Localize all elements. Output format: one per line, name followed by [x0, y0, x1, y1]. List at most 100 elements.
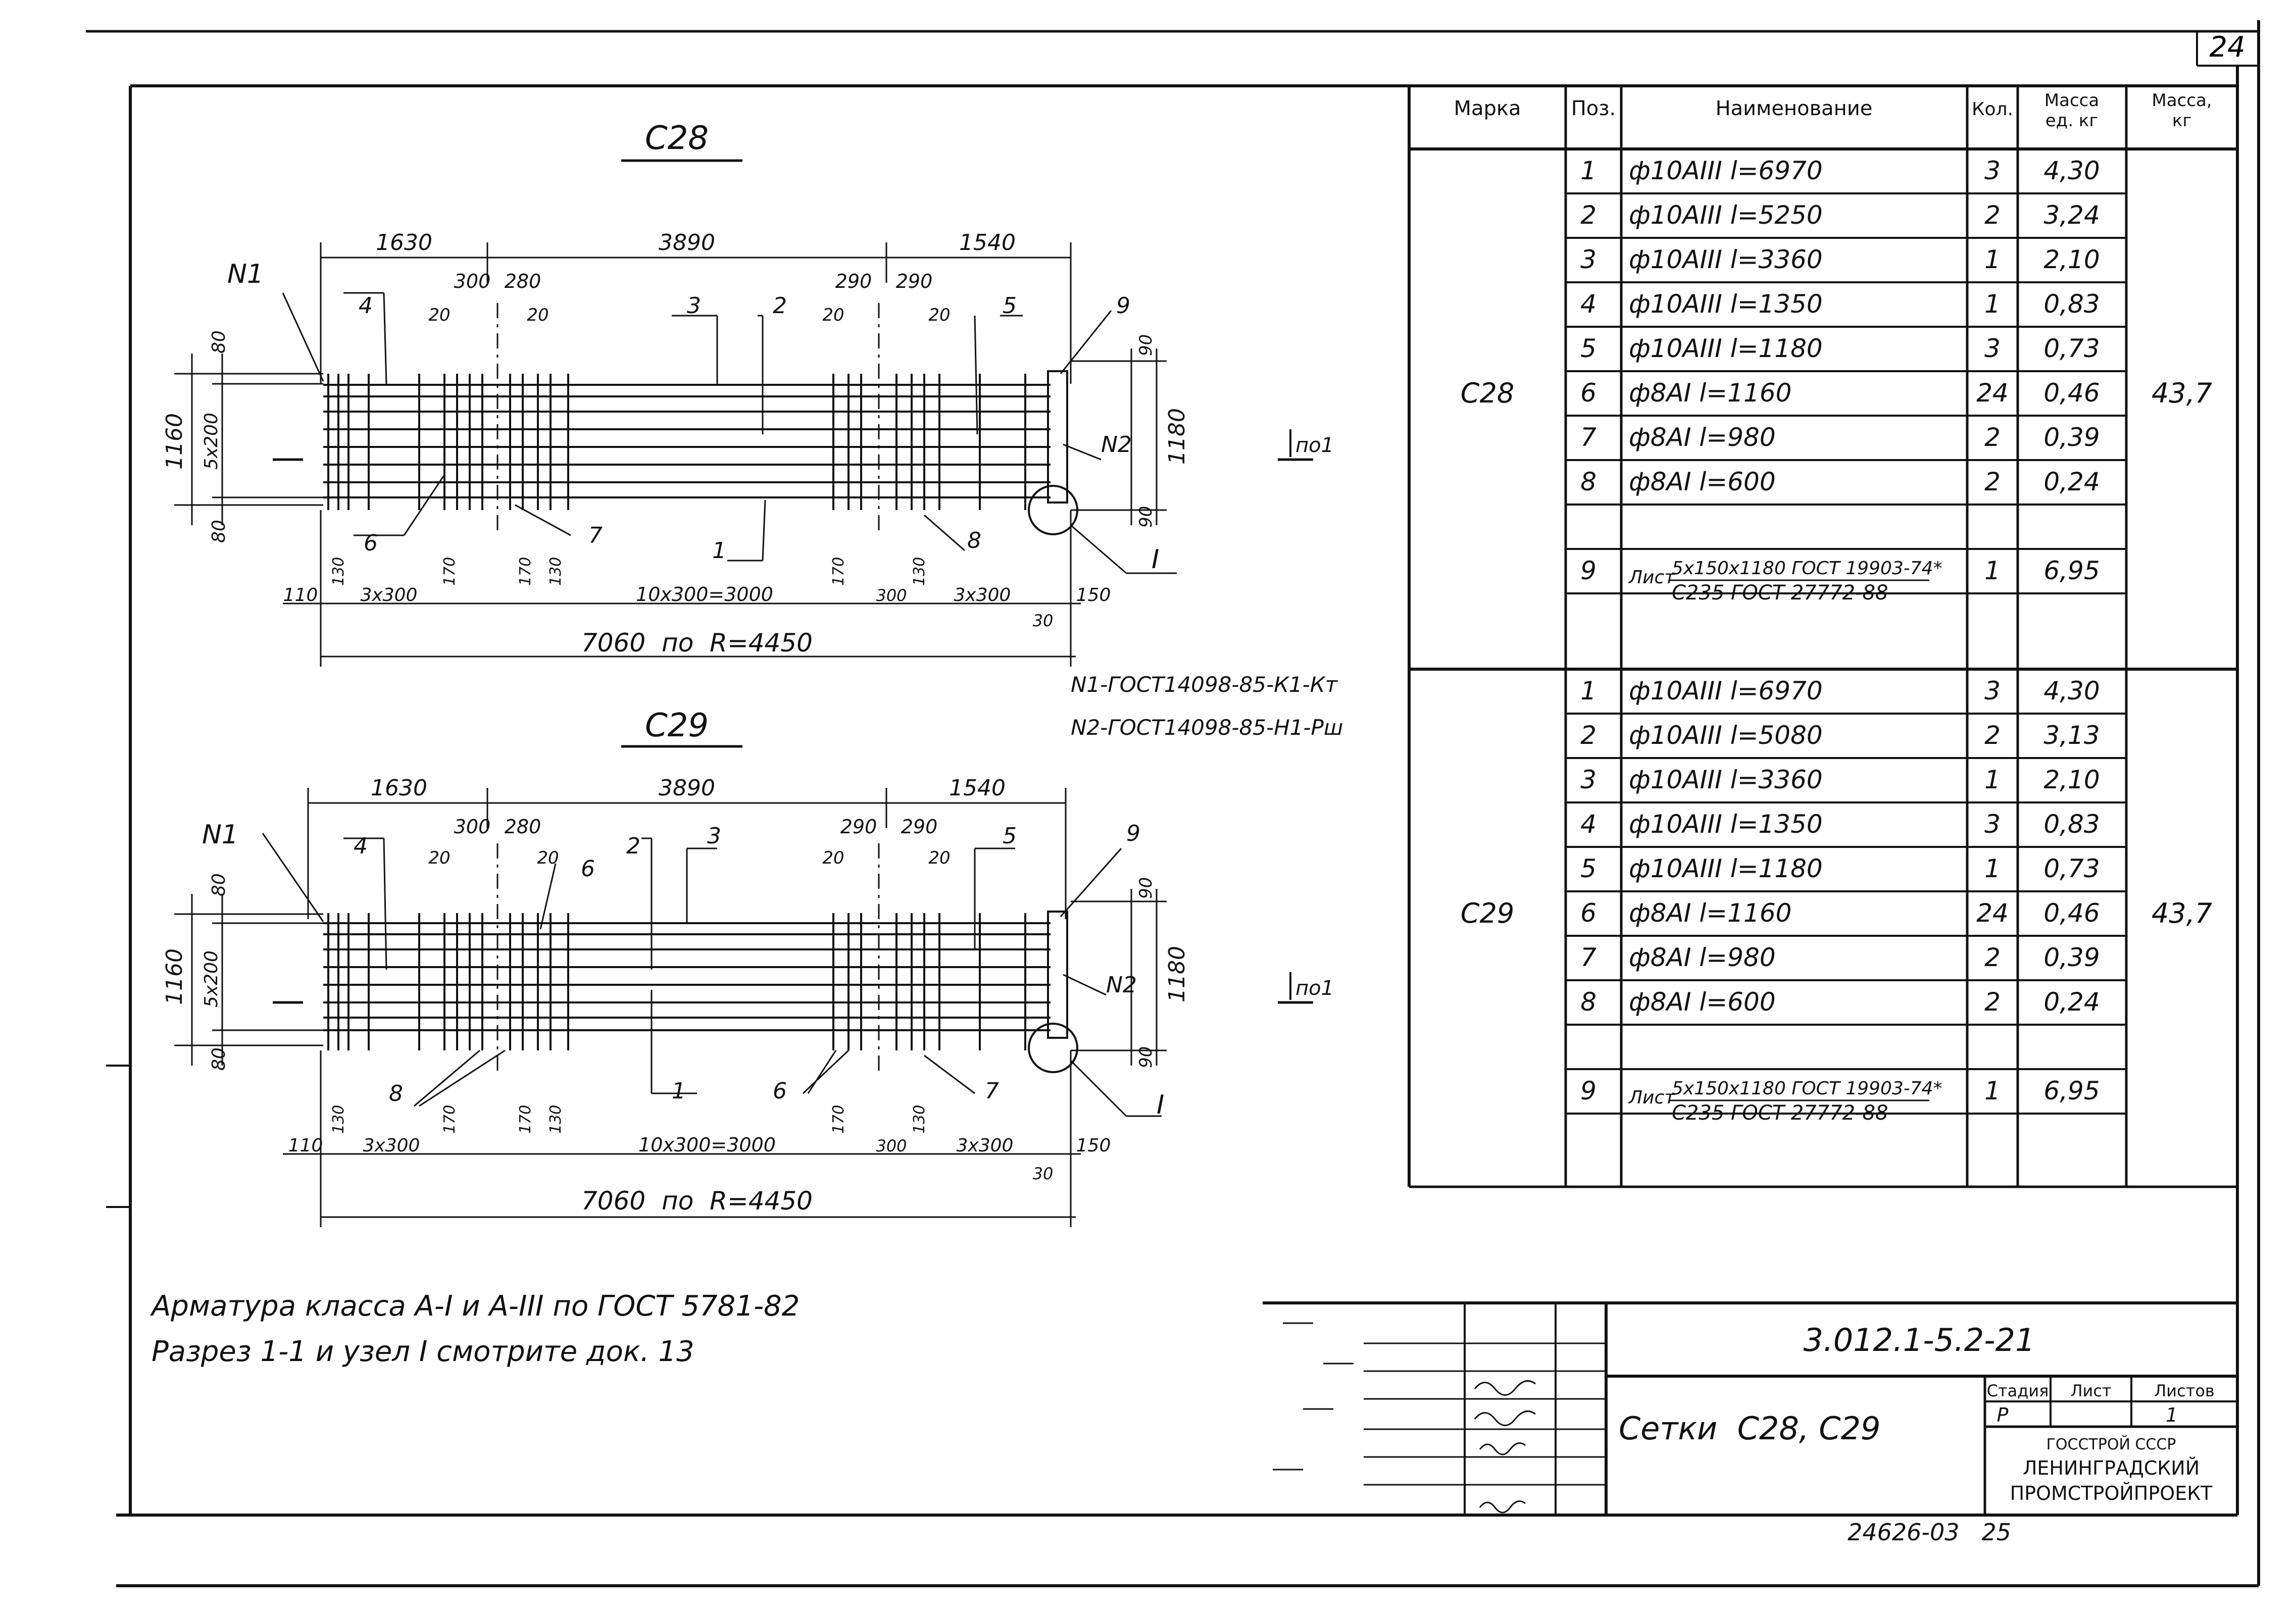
c28-left-2: 1160: [162, 413, 187, 470]
row-mass: 0,39: [2043, 943, 2100, 972]
footer-code: 24626-03 25: [1848, 1519, 2011, 1546]
row-name: ф10АIII l=5080: [1629, 721, 1823, 750]
c28-bot-8: 170: [830, 557, 847, 586]
row-name: ф10АIII l=1180: [1629, 334, 1823, 363]
c28-label-9: 9: [1116, 293, 1130, 319]
row-mass: 0,83: [2043, 289, 2100, 319]
mesh-c28-longitudinal: [323, 384, 1051, 498]
c28-bot-11: 3x300: [954, 585, 1011, 606]
c29-bot-6: 130: [547, 1105, 565, 1134]
c29-label-4: 4: [354, 833, 368, 859]
c29-sub-3: 290: [840, 816, 877, 838]
c28-sub-3: 290: [835, 270, 872, 292]
row-name: ф8АI l=980: [1629, 423, 1776, 452]
c29-left-3: 5x200: [201, 950, 222, 1008]
c29-dim-top-2: 3890: [659, 775, 715, 801]
row-qty: 3: [1984, 810, 2001, 839]
row-name: ф10АIII l=6970: [1629, 676, 1823, 706]
c28-leaders: [282, 292, 1177, 574]
weld-notes: N1-ГОСТ14098-85-К1-Кт N2-ГОСТ14098-85-Н1…: [1071, 672, 1343, 740]
stage-header: Стадия: [1987, 1381, 2049, 1400]
org-line-1: ГОССТРОЙ СССР: [2047, 1435, 2176, 1453]
weld-note-2: N2-ГОСТ14098-85-Н1-Рш: [1071, 715, 1343, 740]
c29-sub-4: 290: [901, 816, 938, 838]
row-pos: 4: [1580, 289, 1596, 319]
group-mark: С29: [1461, 897, 1514, 929]
row-qty: 2: [1984, 200, 2001, 230]
row-name-top: 5x150x1180 ГОСТ 19903-74*: [1672, 1078, 1942, 1099]
c28-label-8: 8: [967, 528, 981, 553]
c28-bot-12: 150: [1076, 585, 1111, 606]
c29-sub-8: 20: [928, 848, 950, 868]
org-line-2: ЛЕНИНГРАДСКИЙ: [2023, 1457, 2200, 1479]
row-pos: 5: [1580, 334, 1596, 363]
weld-note-1: N1-ГОСТ14098-85-К1-Кт: [1071, 672, 1338, 697]
row-pos: 8: [1580, 987, 1596, 1017]
c28-left-3: 5x200: [201, 413, 222, 470]
row-qty: 2: [1984, 987, 2001, 1017]
c29-label-2: 2: [626, 833, 640, 859]
c28-label-2: 2: [773, 293, 787, 319]
c28-label-node: I: [1152, 544, 1159, 575]
group-mark: С28: [1461, 377, 1514, 409]
row-name: ф10АIII l=5250: [1629, 200, 1823, 230]
row-qty: 1: [1984, 556, 2001, 585]
c28-sub-7: 20: [822, 305, 844, 325]
row-qty: 2: [1984, 943, 2001, 972]
c28-bot-10: 130: [911, 557, 928, 586]
doc-title: Сетки С28, С29: [1619, 1410, 1881, 1447]
c28-label-4: 4: [359, 293, 373, 319]
c28-label-n1: N1: [227, 259, 264, 289]
c29-sub-6: 20: [537, 848, 559, 868]
c29-label-1: 1: [672, 1078, 686, 1104]
c28-dim-top-3: 1540: [959, 230, 1016, 256]
c29-label-node: I: [1157, 1090, 1164, 1120]
stage-value: Р: [1997, 1404, 2009, 1426]
c29-bot-11: 3x300: [957, 1135, 1014, 1156]
row-qty: 24: [1976, 898, 2009, 928]
c28-label-n2: N2: [1101, 432, 1132, 458]
header-name: Наименование: [1716, 97, 1873, 120]
drawing-c28-title: С28: [645, 120, 709, 157]
c29-sub-7: 20: [822, 848, 844, 868]
row-pos: 1: [1580, 156, 1596, 185]
sheets-header: Листов: [2154, 1381, 2215, 1400]
c29-sub-2: 280: [505, 816, 541, 838]
c29-left-1: 80: [209, 873, 229, 896]
c28-bot-4: 170: [441, 557, 459, 586]
row-name-top: 5x150x1180 ГОСТ 19903-74*: [1672, 558, 1942, 579]
row-mass: 6,95: [2043, 1076, 2100, 1105]
c29-label-9: 9: [1126, 821, 1140, 846]
row-name: ф8АI l=980: [1629, 943, 1776, 972]
row-name-prefix: Лист: [1628, 1087, 1675, 1108]
c28-dim-top-2: 3890: [659, 230, 715, 256]
c29-label-5: 5: [1003, 823, 1017, 849]
c28-right-3: 90: [1136, 506, 1156, 528]
row-mass: 0,46: [2043, 378, 2100, 408]
c29-left-4: 80: [209, 1047, 229, 1071]
row-mass: 0,39: [2043, 423, 2100, 452]
mesh-c29-transverse: [327, 913, 1026, 1050]
c28-sub-8: 20: [928, 305, 950, 325]
c28-sub-2: 280: [505, 270, 541, 292]
row-mass: 2,10: [2043, 245, 2100, 274]
c29-label-8: 8: [389, 1081, 403, 1106]
page-number: 24: [2209, 31, 2245, 64]
c28-label-7: 7: [588, 523, 603, 548]
c29-bot-9: 300: [876, 1136, 907, 1155]
sheet-header: Лист: [2070, 1381, 2111, 1400]
group-total-mass: 43,7: [2152, 897, 2212, 929]
row-mass: 4,30: [2043, 156, 2100, 185]
row-pos: 9: [1580, 1076, 1596, 1105]
row-qty: 1: [1984, 854, 2001, 883]
c28-bot-5: 170: [517, 557, 534, 586]
header-pos: Поз.: [1571, 97, 1616, 120]
c28-bot-3: 3x300: [361, 585, 418, 606]
row-pos: 2: [1580, 721, 1596, 750]
c29-sub-5: 20: [428, 848, 450, 868]
spec-table: [1408, 86, 2239, 1188]
row-qty: 1: [1984, 1076, 2001, 1105]
c29-right-1: 90: [1136, 877, 1156, 899]
